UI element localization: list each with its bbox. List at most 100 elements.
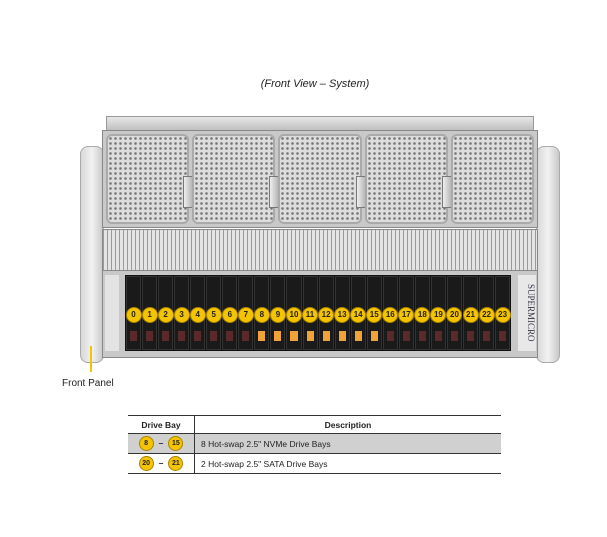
bay-number-badge: 2 (157, 307, 174, 323)
drive-bay[interactable]: 17 (398, 276, 415, 350)
release-button[interactable] (386, 331, 394, 341)
release-button[interactable] (450, 331, 458, 341)
fan-module (106, 134, 196, 224)
drive-bay[interactable]: 11 (302, 276, 319, 350)
right-handle (536, 146, 560, 363)
bay-number-badge: 17 (398, 307, 415, 323)
release-button[interactable] (418, 331, 426, 341)
release-button[interactable] (434, 331, 442, 341)
bay-number-badge: 20 (446, 307, 463, 323)
bay-number-badge: 0 (125, 307, 142, 323)
bay-badge: 21 (168, 456, 184, 471)
bay-number-badge: 22 (478, 307, 495, 323)
release-button[interactable] (130, 331, 138, 341)
table-row: 20–21 2 Hot-swap 2.5" SATA Drive Bays (128, 453, 501, 474)
header-description: Description (194, 415, 501, 434)
bay-number-badge: 19 (430, 307, 447, 323)
bay-number-badge: 6 (221, 307, 238, 323)
bay-number-badge: 18 (414, 307, 431, 323)
bay-number-badge: 8 (253, 307, 270, 323)
release-button[interactable] (354, 331, 362, 341)
description-cell: 2 Hot-swap 2.5" SATA Drive Bays (194, 453, 501, 474)
release-button[interactable] (322, 331, 330, 341)
drive-bay[interactable]: 8 (253, 276, 270, 350)
drive-bay[interactable]: 5 (205, 276, 222, 350)
drive-bay[interactable]: 22 (478, 276, 495, 350)
description-cell: 8 Hot-swap 2.5" NVMe Drive Bays (194, 433, 501, 454)
drive-bay[interactable]: 4 (189, 276, 206, 350)
drive-bay[interactable]: 12 (318, 276, 335, 350)
drive-bay[interactable]: 7 (237, 276, 254, 350)
release-button[interactable] (242, 331, 250, 341)
bay-number-badge: 1 (141, 307, 158, 323)
release-button[interactable] (402, 331, 410, 341)
fan-module (450, 134, 535, 224)
range-dash: – (158, 437, 164, 448)
drive-bay[interactable]: 21 (462, 276, 479, 350)
bay-number-badge: 3 (173, 307, 190, 323)
release-button[interactable] (306, 331, 314, 341)
front-panel-callout-line (90, 346, 92, 372)
drive-bay[interactable]: 20 (446, 276, 463, 350)
drive-bay[interactable]: 23 (494, 276, 511, 350)
drive-bay[interactable]: 10 (285, 276, 302, 350)
release-button[interactable] (210, 331, 218, 341)
bay-number-badge: 15 (366, 307, 383, 323)
bay-number-badge: 13 (334, 307, 351, 323)
drive-bay[interactable]: 3 (173, 276, 190, 350)
release-button[interactable] (146, 331, 154, 341)
drive-bay[interactable]: 1 (141, 276, 158, 350)
drive-bay[interactable]: 2 (157, 276, 174, 350)
drive-bay[interactable]: 0 (125, 276, 142, 350)
bay-number-badge: 5 (205, 307, 222, 323)
bay-number-badge: 4 (189, 307, 206, 323)
left-handle (80, 146, 104, 363)
release-button[interactable] (499, 331, 507, 341)
drive-bay[interactable]: 6 (221, 276, 238, 350)
header-drive-bay: Drive Bay (128, 415, 195, 434)
release-button[interactable] (162, 331, 170, 341)
bay-number-badge: 9 (269, 307, 286, 323)
fan-module (278, 134, 368, 224)
bay-number-badge: 12 (318, 307, 335, 323)
release-button[interactable] (466, 331, 475, 341)
bay-badge: 20 (138, 456, 154, 471)
drive-bay[interactable]: 15 (366, 276, 383, 350)
figure-caption: (Front View – System) (260, 78, 370, 90)
release-button[interactable] (258, 331, 266, 341)
release-button[interactable] (274, 331, 282, 341)
release-button[interactable] (194, 331, 202, 341)
bay-badge: 8 (138, 436, 154, 451)
drive-bay[interactable]: 18 (414, 276, 431, 350)
bay-number-badge: 16 (382, 307, 399, 323)
release-button[interactable] (178, 331, 186, 341)
drive-bay[interactable]: 19 (430, 276, 447, 350)
release-button[interactable] (483, 331, 491, 341)
drive-bay-table: Drive Bay Description 8–15 8 Hot-swap 2.… (128, 415, 501, 474)
release-button[interactable] (338, 331, 346, 341)
fan-modules (102, 130, 538, 228)
brand-logo: SUPERMICRO (518, 275, 536, 351)
bay-number-badge: 11 (302, 307, 319, 323)
air-vent (102, 229, 538, 271)
release-button[interactable] (226, 331, 234, 341)
release-button[interactable] (290, 331, 298, 341)
table-row: 8–15 8 Hot-swap 2.5" NVMe Drive Bays (128, 433, 501, 454)
bay-number-badge: 14 (350, 307, 367, 323)
front-control-panel (105, 275, 119, 351)
drive-bay[interactable]: 9 (269, 276, 286, 350)
drive-bay[interactable]: 13 (334, 276, 351, 350)
drive-bay[interactable]: 16 (382, 276, 399, 350)
bay-number-badge: 7 (237, 307, 254, 323)
front-panel-label: Front Panel (62, 378, 114, 389)
bay-number-badge: 21 (462, 307, 479, 323)
drive-bay[interactable]: 14 (350, 276, 367, 350)
bay-number-badge: 10 (285, 307, 302, 323)
fan-module (364, 134, 454, 224)
release-button[interactable] (370, 331, 378, 341)
bay-number-badge: 23 (494, 307, 511, 323)
range-dash: – (158, 457, 164, 468)
